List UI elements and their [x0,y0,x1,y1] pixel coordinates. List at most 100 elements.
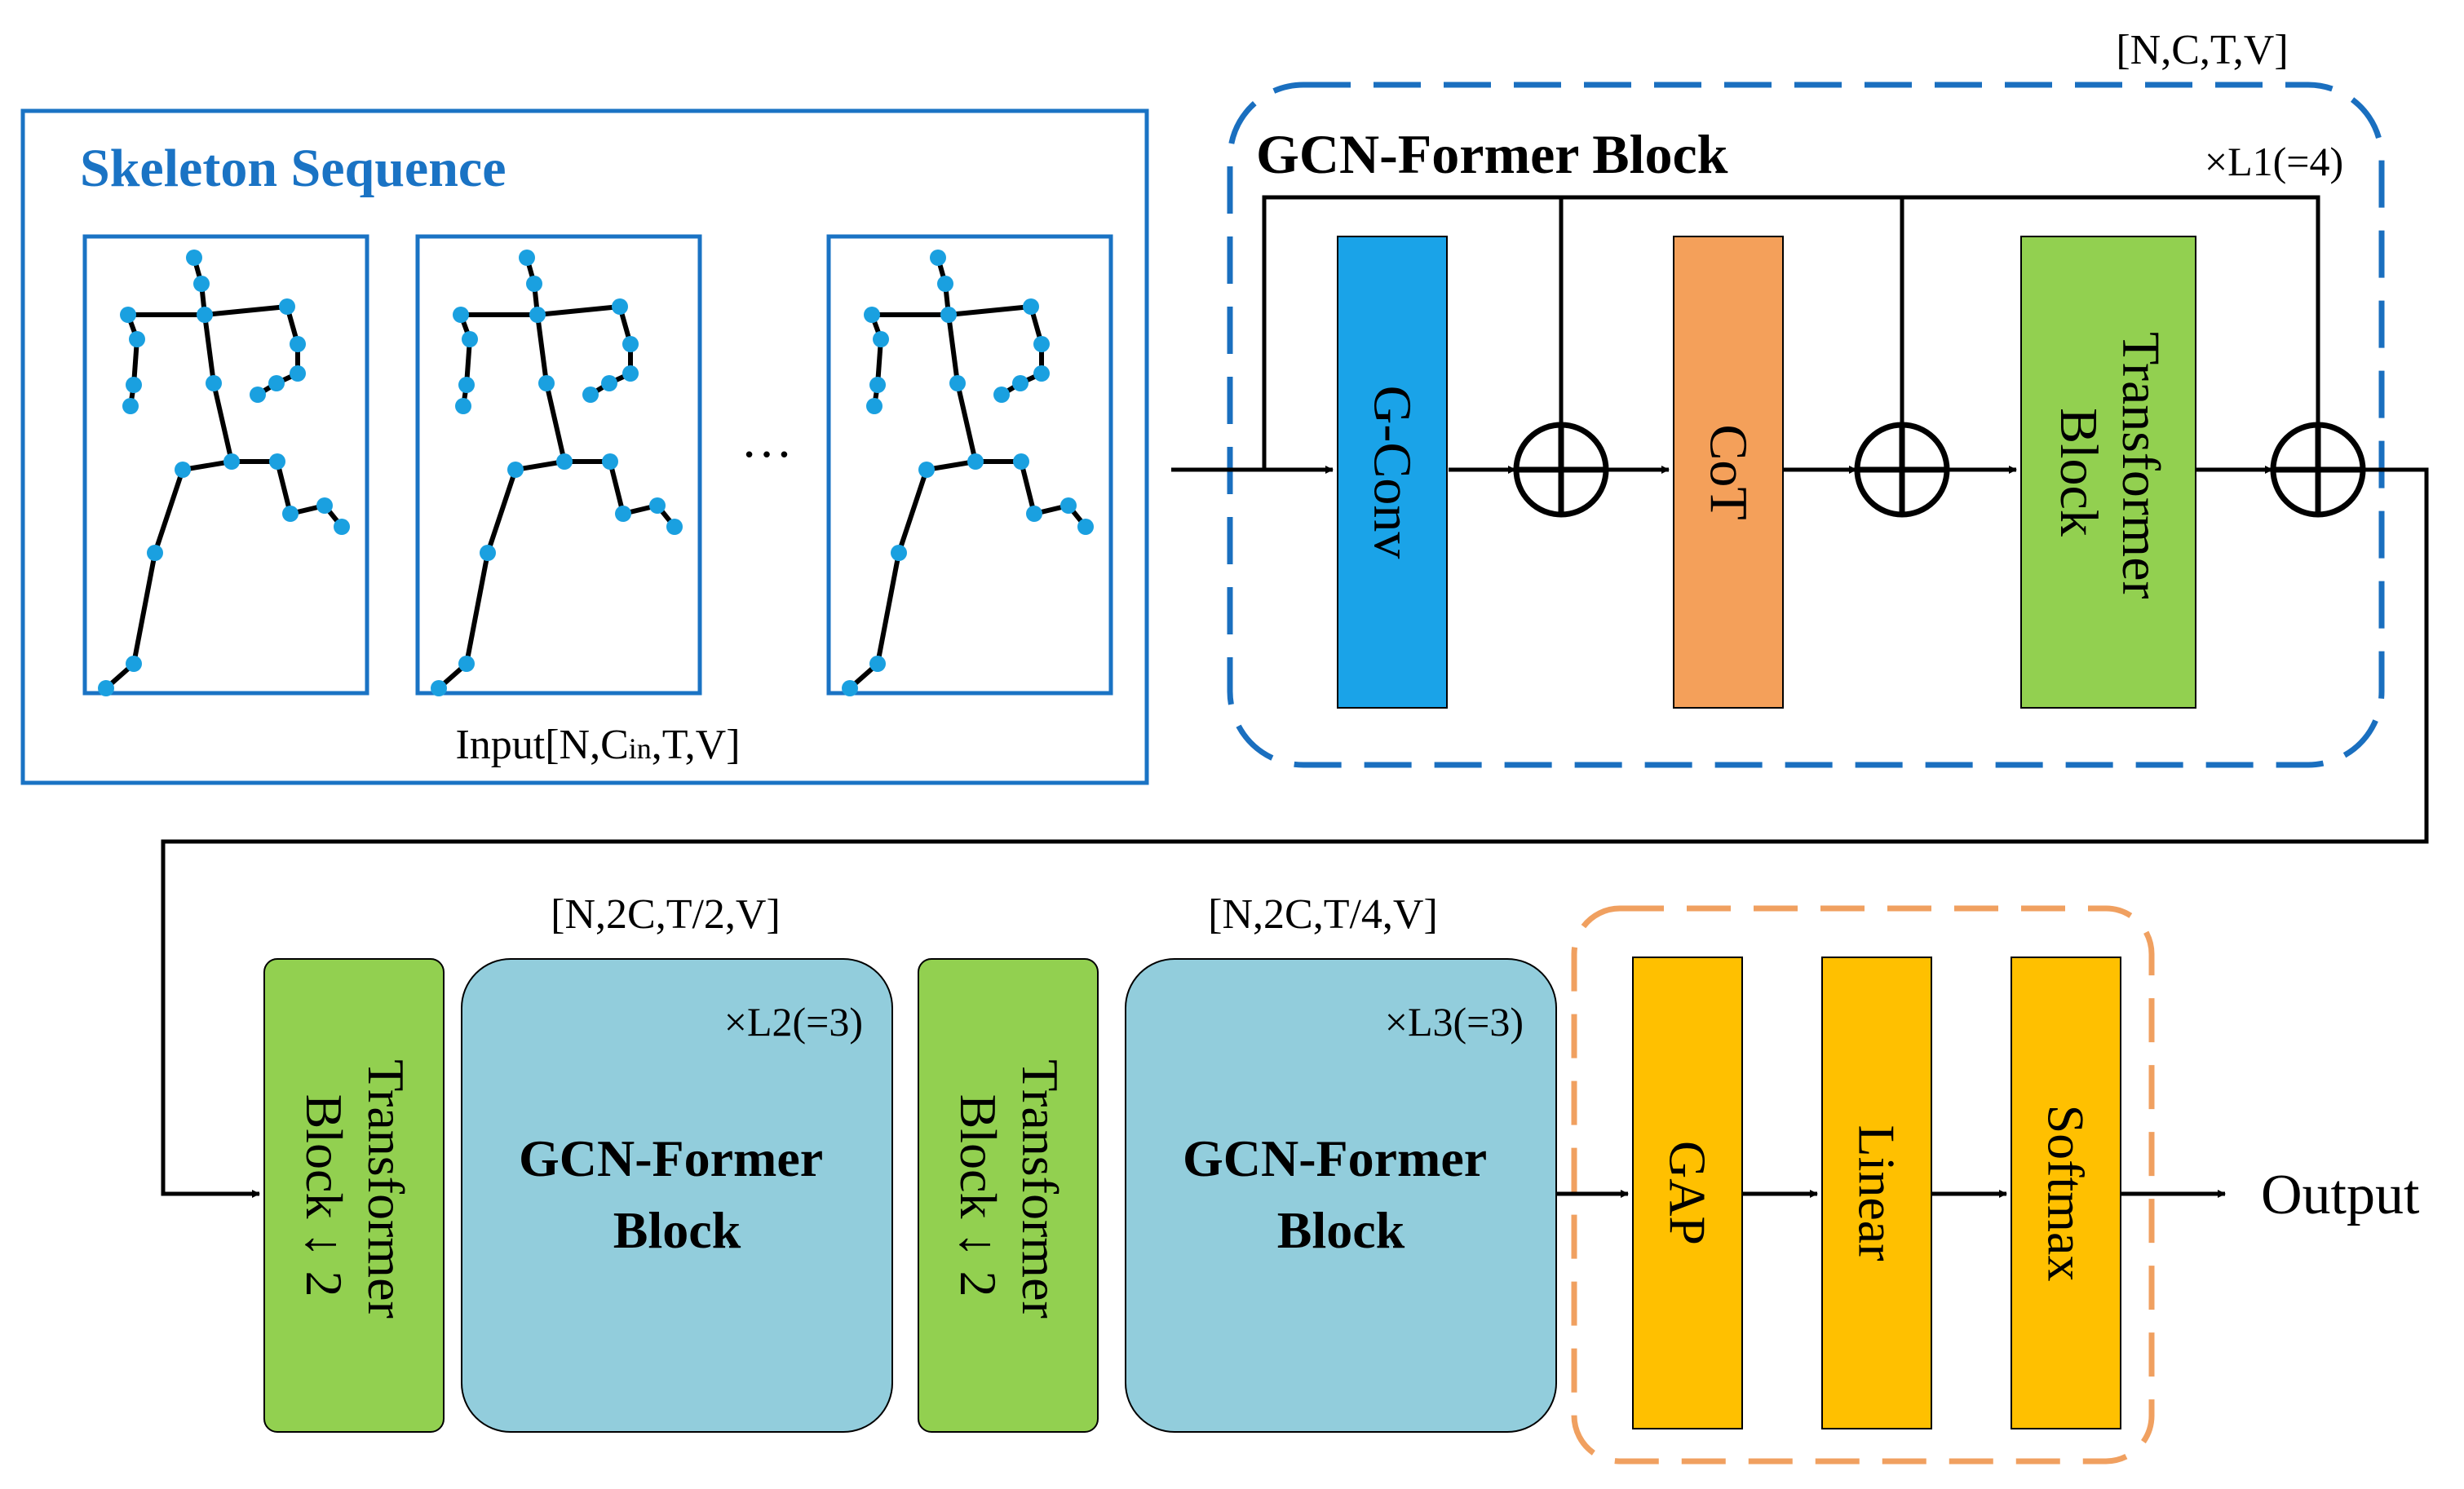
skeleton-joint [1033,365,1050,382]
stage3-transformer-label: Transformer Block ↓ 2 [949,1059,1069,1332]
skeleton-joint [918,462,935,478]
skeleton-bone [608,461,626,515]
stage2-transformer: Transformer Block ↓ 2 [263,958,445,1433]
skeleton-joint [186,250,202,266]
skeleton-joint [1012,375,1029,391]
stage3-transformer: Transformer Block ↓ 2 [918,958,1099,1433]
skeleton-joint [864,307,880,323]
skeleton-bone [926,459,976,472]
skeleton-joint [279,298,295,315]
input-panel-title: Skeleton Sequence [80,139,507,198]
gconv-block: G-Conv [1337,236,1448,709]
skeleton-joint [538,375,555,391]
skeleton-joint [622,365,639,382]
skeleton-joint [507,462,524,478]
skeleton-bone [485,469,518,554]
gcn-former-block-title: GCN-Former Block [1256,123,1728,185]
cot-label: CoT [1699,424,1758,519]
skeleton-joint [120,307,136,323]
skeleton-joint [1060,497,1077,514]
add-node-2 [1854,422,1950,518]
row-connector [161,467,2429,1198]
skeleton-joint [147,545,163,561]
skeleton-figure [842,250,1094,696]
skeleton-joint [602,453,618,470]
skeleton-joint [458,656,475,672]
softmax-block: Softmax [2011,957,2121,1429]
gap-label: GAP [1659,1141,1717,1245]
skeleton-joint [1026,506,1042,522]
stage3-gcn-former-block: ×L3(=3) GCN-Former Block [1125,958,1557,1433]
stage2-gcn-former-block: ×L2(=3) GCN-Former Block [461,958,893,1433]
skeleton-bone [875,552,901,665]
skeleton-joint [1033,336,1050,352]
stage3-shape-label: [N,2C,T/4,V] [1208,891,1438,938]
skeleton-bone [535,314,549,384]
skeleton-bone [537,304,621,317]
skeleton-joint [582,387,599,403]
skeleton-bone [202,314,216,384]
skeleton-joint [206,375,222,391]
skeleton-bone [1019,461,1037,515]
skeleton-joint [529,307,546,323]
skeleton-joint [993,387,1010,403]
classification-head: GAP Linear Softmax [1556,905,2226,1465]
skeleton-joint [873,331,889,347]
skeleton-joint [193,276,210,292]
skeleton-joint [269,453,285,470]
skeleton-joint [526,276,542,292]
stage3-repeat-label: ×L3(=3) [1385,999,1524,1045]
skeleton-frame-1 [82,234,369,696]
transformer-label: Transformer Block [2049,332,2170,612]
skeleton-joint [949,375,966,391]
skeleton-joint [98,680,114,696]
stage2-block-label: GCN-Former Block [519,1129,835,1259]
gap-block: GAP [1632,957,1743,1429]
gcn-former-shape-label: [N,C,T,V] [2116,27,2288,73]
skeleton-joint [334,519,350,535]
skeleton-joint [519,250,535,266]
skeleton-bone [896,469,929,554]
skeleton-joint [615,506,631,522]
skeleton-frame-3 [826,234,1113,696]
skeleton-joint [869,377,886,393]
skeleton-joint [601,375,617,391]
skeleton-joint [453,307,469,323]
skeleton-figure [431,250,683,696]
skeleton-joint [316,497,333,514]
skeleton-joint [122,398,139,414]
skeleton-joint [891,545,907,561]
input-shape-label: Input[N,Cin,T,V] [455,722,740,768]
skeleton-joint [1077,519,1094,535]
skeleton-joint [869,656,886,672]
skeleton-joint [666,519,683,535]
cot-block: CoT [1673,236,1784,709]
skeleton-joint [282,506,299,522]
skeleton-joint [622,336,639,352]
input-panel: Skeleton Sequence … Input[N,Cin,T,V] [20,108,1149,785]
skeleton-joint [455,398,471,414]
skeleton-joint [126,656,142,672]
softmax-label: Softmax [2037,1105,2095,1282]
output-label: Output [2261,1164,2420,1226]
residual-connections [1262,195,2320,470]
skeleton-joint [126,377,142,393]
skeleton-bone [182,459,232,472]
stage2-transformer-label: Transformer Block ↓ 2 [295,1059,415,1332]
input-panel-border [20,108,1149,785]
skeleton-joint [937,276,953,292]
linear-label: Linear [1848,1125,1906,1261]
stage2-repeat-label: ×L2(=3) [724,999,863,1045]
gcn-former-repeat-label: ×L1(=4) [2205,139,2343,184]
stage3-block-label: GCN-Former Block [1183,1129,1499,1259]
ellipsis: … [741,410,793,468]
skeleton-joint [930,250,946,266]
skeleton-bone [211,382,234,462]
skeleton-bone [131,552,157,665]
skeleton-joint [458,377,475,393]
skeleton-joint [462,331,478,347]
skeleton-bone [948,304,1032,317]
skeleton-joint [556,453,573,470]
skeleton-bone [275,461,293,515]
